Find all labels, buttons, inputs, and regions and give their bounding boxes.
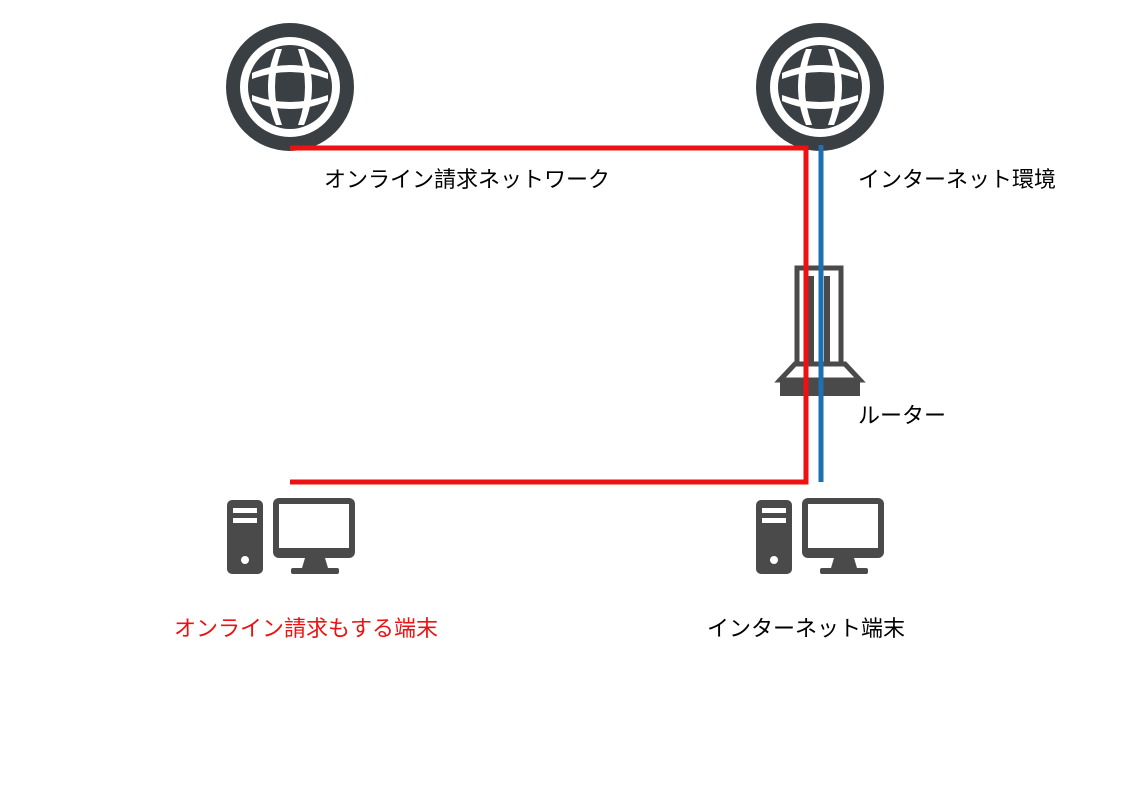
desktop-computer-icon xyxy=(756,498,884,574)
online-network-label: オンライン請求ネットワーク xyxy=(324,168,611,193)
online-billing-connection-line xyxy=(290,145,809,485)
router-label: ルーター xyxy=(858,404,947,429)
globe-icon xyxy=(756,23,884,151)
online-terminal-label: オンライン請求もする端末 xyxy=(174,617,439,642)
internet-terminal-label: インターネット端末 xyxy=(707,617,906,642)
desktop-computer-icon xyxy=(227,498,355,574)
globe-icon xyxy=(226,23,354,151)
internet-network-label: インターネット環境 xyxy=(858,168,1057,193)
